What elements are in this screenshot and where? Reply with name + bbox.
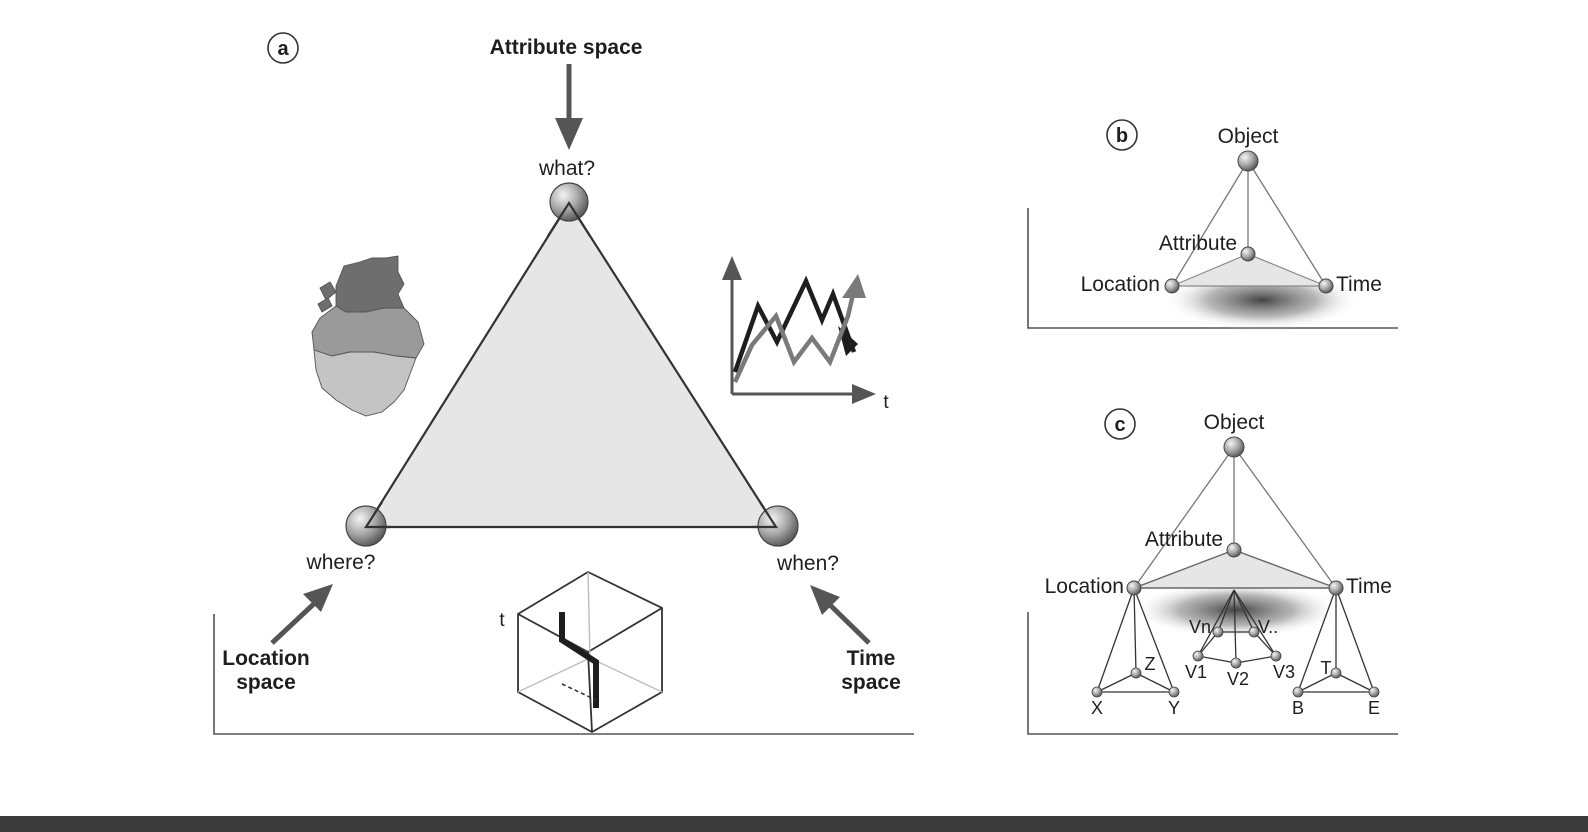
node-sphere-icon bbox=[1126, 580, 1142, 596]
time-space-heading-1: Time bbox=[847, 647, 896, 670]
panel-c-attribute-label: Attribute bbox=[1145, 528, 1223, 551]
attribute-v2-label: V2 bbox=[1227, 669, 1249, 689]
node-sphere-icon bbox=[1091, 626, 1380, 698]
node-sphere-icon bbox=[1237, 150, 1259, 172]
panel-c-location-label: Location bbox=[1045, 575, 1124, 598]
space-time-cube-icon: t bbox=[499, 570, 663, 734]
location-z-label: Z bbox=[1145, 654, 1156, 674]
location-space-heading-2: space bbox=[236, 671, 296, 694]
panel-c: c bbox=[1027, 408, 1398, 735]
attribute-space-arrow-icon bbox=[555, 64, 583, 150]
map-icon bbox=[311, 255, 425, 417]
node-sphere-icon bbox=[1328, 580, 1344, 596]
chart-time-axis-label: t bbox=[883, 392, 889, 413]
vertex-where-label: where? bbox=[306, 551, 376, 574]
panel-c-object-label: Object bbox=[1204, 411, 1265, 434]
panel-b-badge: b bbox=[1106, 119, 1138, 151]
node-sphere-icon bbox=[1240, 246, 1256, 262]
panel-c-time-label: Time bbox=[1346, 575, 1392, 598]
vertex-when-label: when? bbox=[776, 552, 839, 575]
panel-b: b Object Attribute Location Time bbox=[1027, 119, 1398, 330]
location-x-label: X bbox=[1091, 698, 1103, 718]
bottom-bar bbox=[0, 816, 1588, 832]
time-b-label: B bbox=[1292, 698, 1304, 718]
node-sphere-icon bbox=[1318, 278, 1334, 294]
vertex-what-label: what? bbox=[538, 157, 595, 180]
node-sphere-icon bbox=[1223, 436, 1245, 458]
location-y-label: Y bbox=[1168, 698, 1180, 718]
panel-b-location-label: Location bbox=[1081, 273, 1160, 296]
panel-a-badge-label: a bbox=[277, 38, 289, 60]
panel-a-frame bbox=[213, 614, 914, 735]
panel-b-badge-label: b bbox=[1116, 125, 1128, 147]
attribute-v1-label: V1 bbox=[1185, 662, 1207, 682]
triad-triangle bbox=[364, 200, 779, 529]
time-space-arrow-icon bbox=[810, 585, 871, 645]
panel-b-attribute-label: Attribute bbox=[1159, 232, 1237, 255]
time-t-label: T bbox=[1321, 658, 1332, 678]
time-space-heading-2: space bbox=[841, 671, 901, 694]
time-e-label: E bbox=[1368, 698, 1380, 718]
attribute-v3-label: V3 bbox=[1273, 662, 1295, 682]
attribute-vn-label: Vn bbox=[1189, 617, 1211, 637]
location-space-heading-1: Location bbox=[222, 647, 310, 670]
panel-c-frame bbox=[1027, 612, 1398, 735]
node-sphere-icon bbox=[1164, 278, 1180, 294]
panel-c-shadow bbox=[1132, 582, 1340, 638]
panel-c-badge-label: c bbox=[1114, 414, 1125, 436]
panel-c-badge: c bbox=[1104, 408, 1136, 440]
panel-b-object-label: Object bbox=[1218, 125, 1279, 148]
location-space-arrow-icon bbox=[270, 584, 333, 645]
panel-b-time-label: Time bbox=[1336, 273, 1382, 296]
panel-a-badge: a bbox=[267, 32, 299, 64]
attribute-space-heading: Attribute space bbox=[490, 36, 643, 59]
panel-a: a Attribute space what? where? when? bbox=[213, 32, 914, 735]
attribute-vdots-label: V.. bbox=[1258, 617, 1278, 637]
cube-time-axis-label: t bbox=[499, 610, 505, 631]
location-subtree bbox=[1096, 587, 1175, 693]
node-sphere-icon bbox=[1226, 542, 1242, 558]
line-chart-icon: t bbox=[722, 256, 889, 413]
time-subtree bbox=[1297, 587, 1375, 693]
